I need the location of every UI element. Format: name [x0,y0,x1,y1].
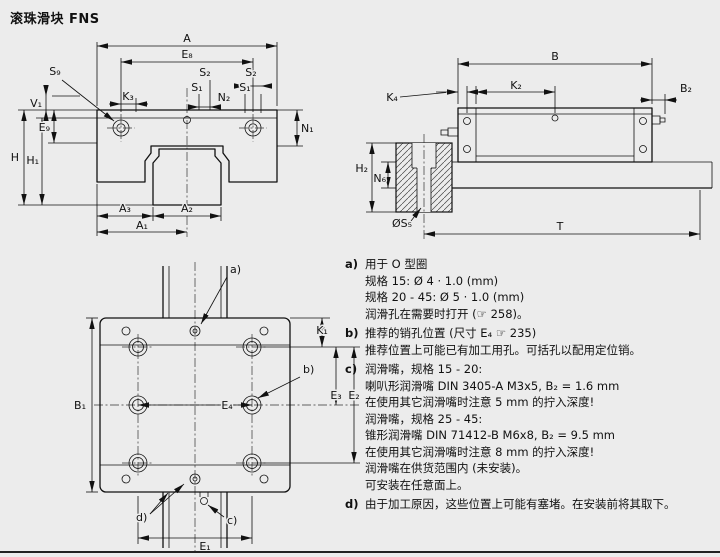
dim-label-A2: A₂ [181,202,193,215]
note-c-line-1: 润滑嘴，规格 15 - 20: [365,362,483,376]
side-view-geometry [366,58,713,240]
note-c-line-2: 喇叭形润滑嘴 DIN 3405-A M3x5, B₂ = 1.6 mm [365,378,620,393]
dim-label-K2: K₂ [510,79,522,92]
note-c-line-8: 可安装在任意面上。 [365,477,469,492]
top-view-drawing: a) K₁ b) B₁ E₄ E₃ E₂ d) c) E₁ [73,262,362,555]
dim-label-H1: H₁ [26,154,39,167]
note-b-line-2: 推荐位置上可能已有加工用孔。可括孔以配用定位销。 [365,342,641,357]
dim-label-H: H [11,151,19,164]
page-bottom-rule [0,551,720,553]
side-view-drawing: B K₂ B₂ K₄ H₂ N₆ ØS₅ T [354,49,713,240]
dim-label-E2: E₂ [348,389,359,402]
callout-c: c) [227,514,237,527]
dim-label-A: A [183,32,191,45]
dim-label-A3: A₃ [119,202,131,215]
dim-label-E3: E₃ [330,389,341,402]
note-c: c) 润滑嘴，规格 15 - 20: 喇叭形润滑嘴 DIN 3405-A M3x… [345,361,717,493]
note-a-line-3: 规格 20 - 45: Ø 5 · 1.0 (mm) [365,290,525,304]
dim-label-K4: K₄ [386,91,398,104]
top-view-geometry [86,262,360,552]
front-view-drawing: A E₈ S₉ S₂ S₂ S₁ S₁ N₂ K₃ V₁ E₉ H H₁ N₁ … [9,31,315,237]
note-b-key: b) [345,326,359,340]
note-c-line-4: 润滑嘴，规格 25 - 45: [365,411,483,426]
dim-label-B: B [551,50,559,63]
dim-label-E9: E₉ [39,121,50,134]
dim-label-E1: E₁ [199,540,210,553]
note-c-line-3: 在使用其它润滑嘴时注意 5 mm 的拧入深度! [365,395,595,409]
dim-label-N1: N₁ [301,122,314,135]
note-b: b) 推荐的销孔位置 (尺寸 E₄ ☞ 235) 推荐位置上可能已有加工用孔。可… [345,325,717,358]
dim-label-S9: S₉ [49,65,60,78]
note-a-line-2: 规格 15: Ø 4 · 1.0 (mm) [365,273,499,288]
note-a: a) 用于 O 型圈 规格 15: Ø 4 · 1.0 (mm) 规格 20 -… [345,256,717,322]
dim-label-V1: V₁ [30,97,42,110]
dim-label-T: T [556,220,564,233]
callout-d: d) [136,511,147,524]
dim-label-B1: B₁ [74,399,86,412]
dim-label-K3: K₃ [122,90,134,103]
note-a-key: a) [345,257,359,271]
note-c-key: c) [345,362,358,376]
note-a-line-1: 用于 O 型圈 [365,257,428,271]
dim-label-N6: N₆ [373,172,386,185]
page-title: 滚珠滑块 FNS [10,12,100,27]
front-view-geometry [18,42,303,237]
note-c-line-7: 润滑嘴在供货范围内 (未安装)。 [365,461,528,475]
dim-label-S2a: S₂ [199,66,210,79]
note-a-line-4: 润滑孔在需要时打开 (☞ 258)。 [365,306,529,321]
dim-label-A1: A₁ [136,219,148,232]
dim-label-H2: H₂ [355,162,368,175]
footnotes: a) 用于 O 型圈 规格 15: Ø 4 · 1.0 (mm) 规格 20 -… [345,256,717,516]
note-d-line-1: 由于加工原因，这些位置上可能有塞堵。在安装前将其取下。 [365,497,676,511]
note-b-line-1: 推荐的销孔位置 (尺寸 E₄ ☞ 235) [365,326,537,340]
dim-label-S1b: S₁ [239,81,250,94]
callout-a: a) [230,263,241,276]
dim-label-E4: E₄ [221,399,233,412]
note-c-line-5: 锥形润滑嘴 DIN 71412-B M6x8, B₂ = 9.5 mm [365,428,615,442]
dim-label-E8: E₈ [181,48,193,61]
dim-label-K1: K₁ [316,324,328,337]
dim-label-B2: B₂ [680,82,692,95]
note-d-key: d) [345,497,359,511]
dim-label-S1a: S₁ [191,81,202,94]
callout-b: b) [303,363,314,376]
note-c-line-6: 在使用其它润滑嘴时注意 8 mm 的拧入深度! [365,444,595,459]
dim-label-S5: ØS₅ [392,217,412,230]
dim-label-S2b: S₂ [245,66,256,79]
note-d: d) 由于加工原因，这些位置上可能有塞堵。在安装前将其取下。 [345,496,717,513]
dim-label-N2: N₂ [218,91,231,104]
